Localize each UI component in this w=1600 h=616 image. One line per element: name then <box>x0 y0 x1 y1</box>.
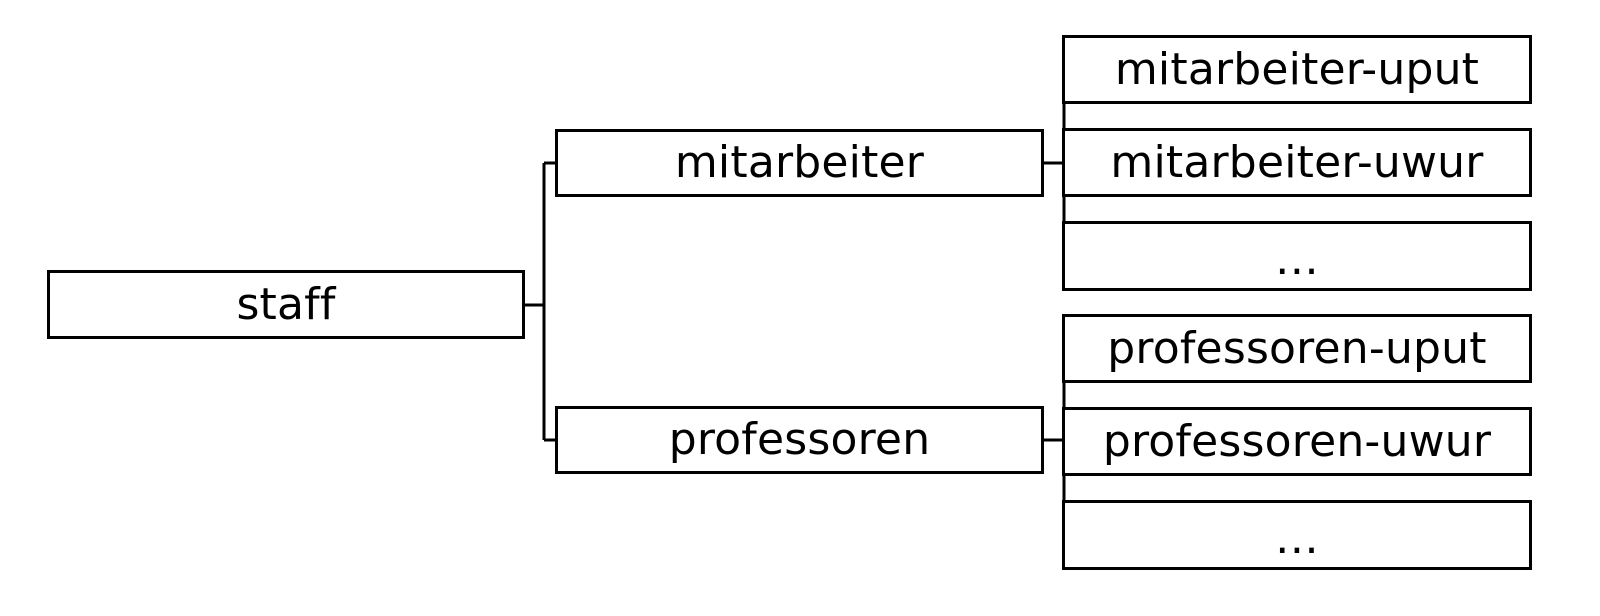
node-professoren-uwur-label: professoren-uwur <box>1102 415 1492 467</box>
node-mitarbeiter-uput-label: mitarbeiter-uput <box>1114 43 1480 95</box>
node-professoren-more-label: … <box>1274 513 1320 564</box>
node-mitarbeiter[interactable]: mitarbeiter <box>555 129 1044 197</box>
node-mitarbeiter-uwur[interactable]: mitarbeiter-uwur <box>1062 128 1532 197</box>
node-mitarbeiter-label: mitarbeiter <box>674 137 925 188</box>
node-professoren-uput[interactable]: professoren-uput <box>1062 314 1532 383</box>
node-mitarbeiter-more-label: … <box>1274 234 1320 285</box>
node-mitarbeiter-uput[interactable]: mitarbeiter-uput <box>1062 35 1532 104</box>
node-mitarbeiter-uwur-label: mitarbeiter-uwur <box>1110 136 1484 188</box>
node-professoren-label: professoren <box>668 414 931 465</box>
node-professoren-more[interactable]: … <box>1062 500 1532 570</box>
node-professoren-uwur[interactable]: professoren-uwur <box>1062 407 1532 476</box>
node-professoren[interactable]: professoren <box>555 406 1044 474</box>
node-professoren-uput-label: professoren-uput <box>1107 322 1487 374</box>
node-mitarbeiter-more[interactable]: … <box>1062 221 1532 291</box>
node-staff[interactable]: staff <box>47 270 525 339</box>
node-staff-label: staff <box>236 278 336 330</box>
